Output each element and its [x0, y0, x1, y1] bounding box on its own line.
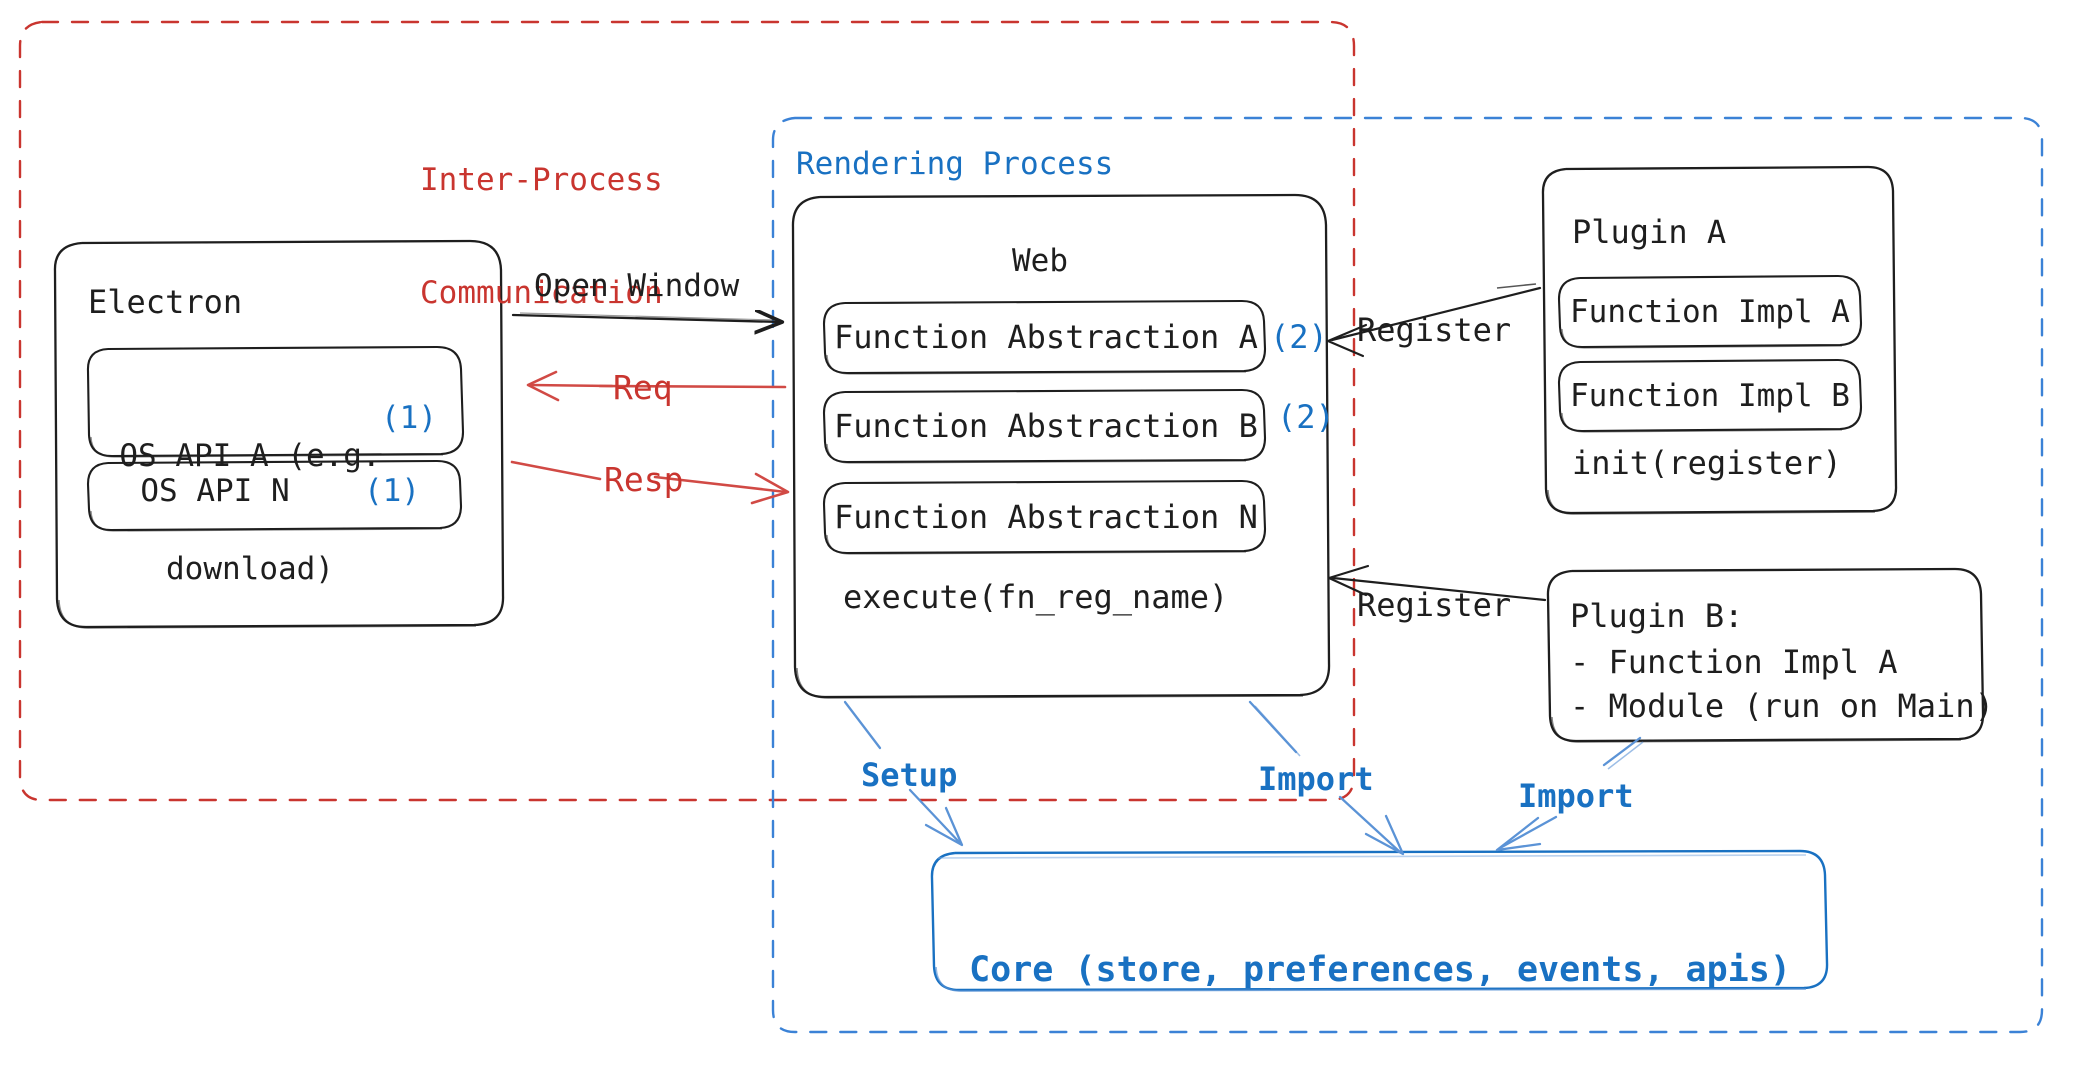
plugin-b-title: Plugin B:	[1570, 597, 1744, 635]
function-impl-b-label: Function Impl B	[1570, 378, 1850, 414]
os-api-a-marker: (1)	[381, 400, 437, 436]
register-bottom-arrow	[1327, 564, 1547, 602]
os-api-a-line2: download)	[166, 551, 334, 588]
open-window-label: Open Window	[534, 268, 740, 304]
web-execute-label: execute(fn_reg_name)	[843, 578, 1229, 616]
web-title: Web	[1012, 243, 1068, 279]
plugin-a-init-label: init(register)	[1572, 444, 1842, 482]
req-arrow	[526, 370, 787, 402]
resp-arrow	[510, 460, 790, 505]
import-plugin-label: Import	[1518, 777, 1634, 815]
plugin-b-item-1: - Module (run on Main)	[1570, 687, 1994, 725]
function-impl-a-label: Function Impl A	[1570, 294, 1850, 330]
ipc-container-label: Inter-Process Communication	[420, 86, 663, 389]
plugin-b-box-border	[1546, 567, 1985, 743]
function-abstraction-a-label: Function Abstraction A	[834, 318, 1258, 356]
function-impl-a-box-border	[1557, 274, 1863, 349]
req-label: Req	[613, 368, 673, 407]
import-web-label: Import	[1258, 760, 1374, 798]
core-box-border	[930, 849, 1829, 992]
os-api-a-box-border	[86, 345, 465, 458]
resp-label: Resp	[604, 460, 684, 499]
open-window-arrow	[511, 313, 780, 322]
rendering-process-container-border	[771, 116, 2044, 1034]
function-abstraction-n-label: Function Abstraction N	[834, 498, 1258, 536]
electron-title: Electron	[88, 283, 243, 321]
plugin-a-title: Plugin A	[1572, 213, 1727, 251]
setup-label: Setup	[861, 756, 958, 794]
register-top-arrow	[1326, 283, 1542, 358]
core-text: Core (store, preferences, events, apis) …	[940, 864, 1820, 1066]
ipc-label-line2: Communication	[420, 275, 663, 312]
setup-arrow	[843, 700, 964, 847]
function-abstraction-a-box-border	[822, 299, 1267, 375]
register-bottom-label: Register	[1357, 586, 1512, 624]
import-plugin-arrow	[1495, 736, 1644, 852]
function-abstraction-b-marker: (2)	[1277, 398, 1335, 436]
function-abstraction-b-label: Function Abstraction B	[834, 407, 1258, 445]
os-api-a-line1: OS API A (e.g.	[119, 437, 381, 474]
os-api-n-box-border	[86, 459, 463, 532]
os-api-n-marker: (1)	[364, 473, 420, 509]
function-abstraction-n-box-border	[822, 479, 1267, 555]
import-web-arrow	[1248, 700, 1405, 856]
function-abstraction-b-box-border	[822, 388, 1267, 464]
function-abstraction-a-marker: (2)	[1270, 318, 1328, 356]
ipc-label-line1: Inter-Process	[420, 161, 663, 198]
plugin-b-item-0: - Function Impl A	[1570, 643, 1898, 681]
register-top-label: Register	[1357, 311, 1512, 349]
function-impl-b-box-border	[1557, 358, 1863, 433]
os-api-a-label: OS API A (e.g. download)	[100, 362, 400, 665]
rendering-process-label: Rendering Process	[796, 146, 1114, 182]
core-line-1: Core (store, preferences, events, apis)	[969, 950, 1791, 991]
os-api-n-label: OS API N	[140, 473, 290, 509]
